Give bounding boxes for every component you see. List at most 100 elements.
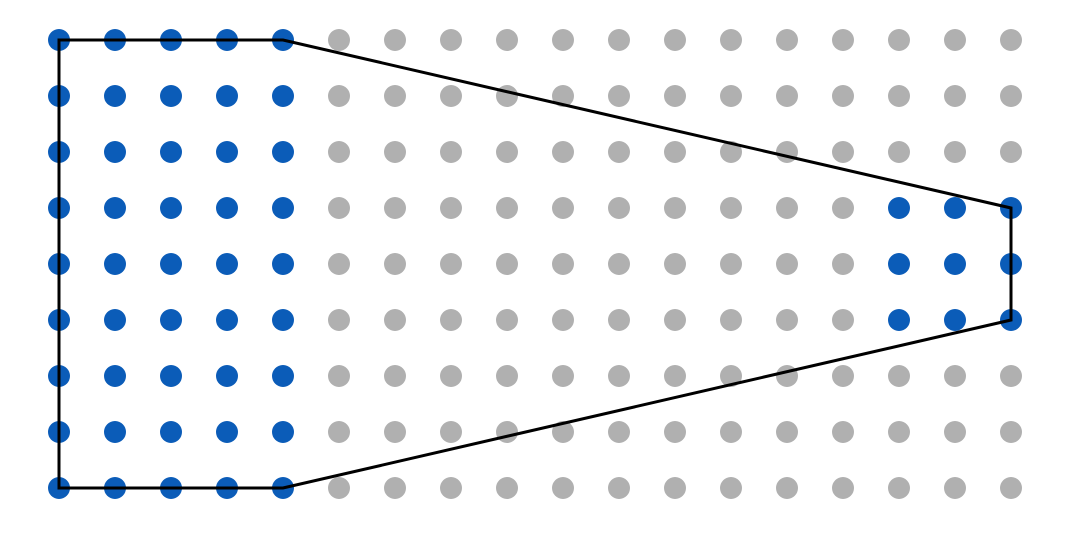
dot-inactive: [552, 421, 574, 443]
dot-inactive: [832, 421, 854, 443]
dot-highlighted: [272, 421, 294, 443]
dot-inactive: [384, 421, 406, 443]
dot-inactive: [888, 29, 910, 51]
dot-inactive: [720, 365, 742, 387]
dot-inactive: [496, 85, 518, 107]
dot-inactive: [552, 85, 574, 107]
dot-highlighted: [944, 309, 966, 331]
dot-inactive: [832, 365, 854, 387]
dot-highlighted: [216, 253, 238, 275]
dot-inactive: [664, 421, 686, 443]
dot-inactive: [328, 365, 350, 387]
dot-highlighted: [104, 365, 126, 387]
dot-inactive: [440, 309, 462, 331]
dot-inactive: [440, 253, 462, 275]
dot-inactive: [776, 85, 798, 107]
dot-inactive: [832, 141, 854, 163]
dot-highlighted: [160, 197, 182, 219]
dot-inactive: [944, 477, 966, 499]
dot-inactive: [720, 141, 742, 163]
dot-highlighted: [160, 253, 182, 275]
dot-highlighted: [104, 421, 126, 443]
dot-inactive: [888, 421, 910, 443]
dot-highlighted: [160, 421, 182, 443]
dot-highlighted: [272, 197, 294, 219]
dot-inactive: [776, 141, 798, 163]
dot-highlighted: [216, 421, 238, 443]
dot-inactive: [328, 477, 350, 499]
dot-inactive: [944, 141, 966, 163]
dot-inactive: [384, 365, 406, 387]
dot-inactive: [776, 309, 798, 331]
dot-inactive: [328, 197, 350, 219]
dot-inactive: [384, 141, 406, 163]
dot-inactive: [664, 85, 686, 107]
dot-highlighted: [104, 85, 126, 107]
dot-inactive: [496, 141, 518, 163]
dot-highlighted: [888, 197, 910, 219]
dot-inactive: [944, 421, 966, 443]
dot-inactive: [552, 309, 574, 331]
dot-inactive: [720, 85, 742, 107]
dot-highlighted: [272, 365, 294, 387]
dot-highlighted: [272, 309, 294, 331]
dot-inactive: [552, 29, 574, 51]
dot-inactive: [1000, 29, 1022, 51]
dot-inactive: [664, 141, 686, 163]
dot-inactive: [720, 29, 742, 51]
dot-inactive: [496, 477, 518, 499]
dot-inactive: [328, 421, 350, 443]
dot-inactive: [608, 29, 630, 51]
dot-inactive: [664, 197, 686, 219]
dot-inactive: [552, 365, 574, 387]
dot-inactive: [1000, 421, 1022, 443]
dot-inactive: [776, 477, 798, 499]
dot-inactive: [832, 85, 854, 107]
dot-inactive: [944, 29, 966, 51]
dot-inactive: [832, 477, 854, 499]
dot-inactive: [440, 421, 462, 443]
dot-inactive: [384, 197, 406, 219]
dot-inactive: [328, 85, 350, 107]
dot-highlighted: [272, 253, 294, 275]
dot-inactive: [496, 253, 518, 275]
dot-inactive: [776, 197, 798, 219]
dot-inactive: [384, 309, 406, 331]
dot-inactive: [664, 309, 686, 331]
dot-inactive: [888, 365, 910, 387]
dot-inactive: [608, 141, 630, 163]
dot-highlighted: [216, 197, 238, 219]
dot-inactive: [664, 253, 686, 275]
dot-inactive: [496, 197, 518, 219]
dot-inactive: [552, 253, 574, 275]
dot-highlighted: [944, 253, 966, 275]
dot-inactive: [1000, 365, 1022, 387]
dot-highlighted: [216, 85, 238, 107]
dot-highlighted: [272, 85, 294, 107]
dot-inactive: [440, 365, 462, 387]
dot-highlighted: [104, 141, 126, 163]
dot-inactive: [720, 253, 742, 275]
dot-inactive: [888, 141, 910, 163]
dot-inactive: [552, 477, 574, 499]
dot-highlighted: [104, 197, 126, 219]
dot-inactive: [440, 197, 462, 219]
dot-inactive: [440, 477, 462, 499]
dot-inactive: [720, 309, 742, 331]
dot-highlighted: [944, 197, 966, 219]
dot-highlighted: [104, 253, 126, 275]
dot-inactive: [608, 421, 630, 443]
dot-highlighted: [216, 365, 238, 387]
dot-highlighted: [216, 141, 238, 163]
dot-inactive: [832, 29, 854, 51]
dot-highlighted: [160, 309, 182, 331]
dot-inactive: [776, 29, 798, 51]
dot-inactive: [608, 253, 630, 275]
dot-inactive: [832, 253, 854, 275]
dot-inactive: [384, 477, 406, 499]
dot-highlighted: [216, 309, 238, 331]
dot-inactive: [776, 421, 798, 443]
dot-inactive: [888, 477, 910, 499]
dot-inactive: [608, 365, 630, 387]
